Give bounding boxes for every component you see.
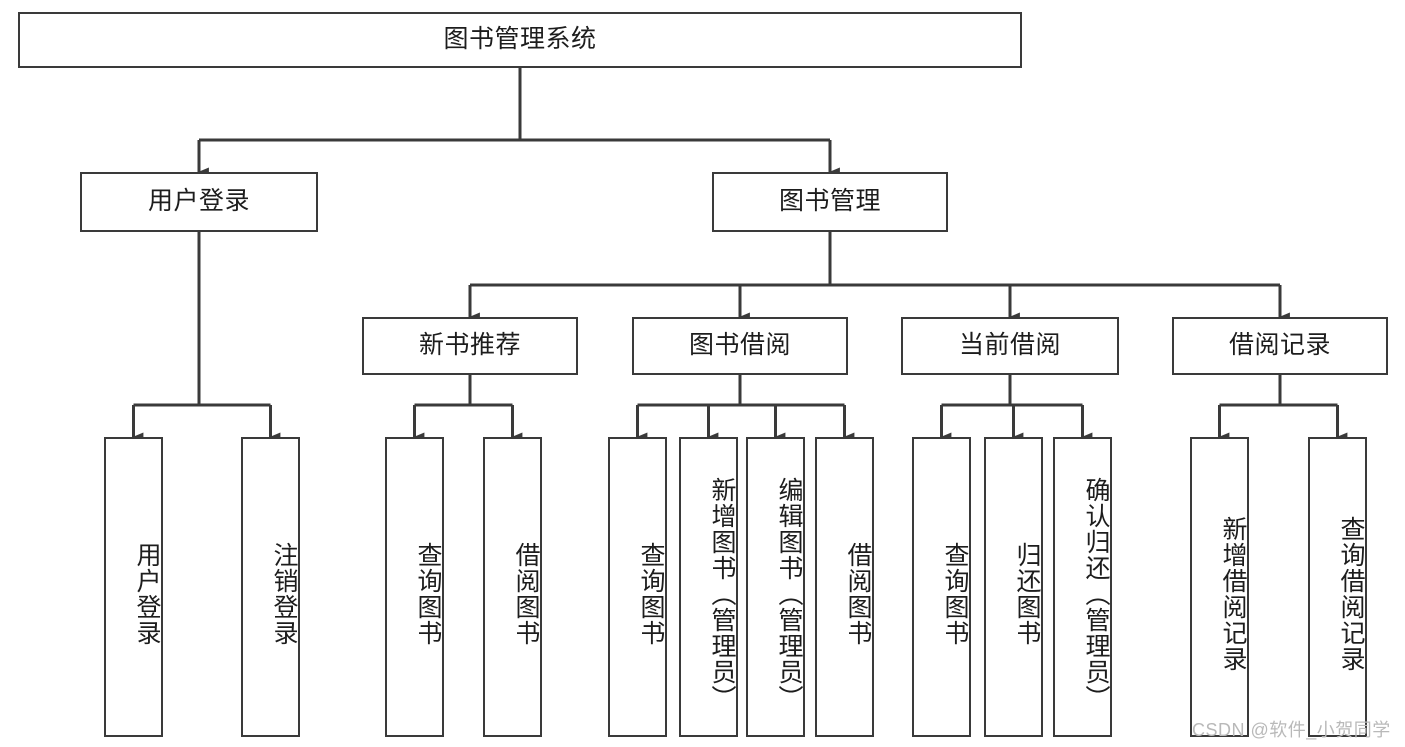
node-book_manage[interactable]: 图书管理 [712,172,948,232]
node-label: 查询图书 [941,542,969,646]
node-label: 查询图书 [414,542,442,646]
node-label: 查询图书 [637,542,665,646]
node-book_borrow[interactable]: 图书借阅 [632,317,848,375]
node-label: 用户登录 [147,187,250,216]
node-label: 图书管理 [778,187,881,216]
node-label: 借阅图书 [512,542,540,646]
node-label: 确认归还（管理员） [1082,477,1110,711]
node-leaf_return_book[interactable]: 归还图书 [984,437,1043,737]
node-label: 借阅记录 [1228,331,1331,360]
node-leaf_add_book_admin[interactable]: 新增图书（管理员） [679,437,738,737]
node-user_login[interactable]: 用户登录 [80,172,318,232]
node-root[interactable]: 图书管理系统 [18,12,1022,68]
node-label: 编辑图书（管理员） [775,477,803,711]
node-leaf_confirm_return_admin[interactable]: 确认归还（管理员） [1053,437,1112,737]
node-leaf_user_logout[interactable]: 注销登录 [241,437,300,737]
node-label: 图书管理系统 [443,25,597,54]
node-leaf_query_book_c[interactable]: 查询图书 [912,437,971,737]
node-new_book_rec[interactable]: 新书推荐 [362,317,578,375]
node-label: 用户登录 [133,542,161,646]
node-leaf_borrow_book_a[interactable]: 借阅图书 [483,437,542,737]
node-leaf_query_book_a[interactable]: 查询图书 [385,437,444,737]
watermark: CSDN @软件_小贺同学 [1192,720,1391,740]
node-label: 新书推荐 [418,331,521,360]
node-label: 归还图书 [1013,542,1041,646]
node-label: 查询借阅记录 [1337,516,1365,672]
node-leaf_query_record[interactable]: 查询借阅记录 [1308,437,1367,737]
node-label: 借阅图书 [844,542,872,646]
node-leaf_add_record[interactable]: 新增借阅记录 [1190,437,1249,737]
node-leaf_edit_book_admin[interactable]: 编辑图书（管理员） [746,437,805,737]
node-leaf_borrow_book_b[interactable]: 借阅图书 [815,437,874,737]
node-borrow_record[interactable]: 借阅记录 [1172,317,1388,375]
node-label: 当前借阅 [958,331,1061,360]
node-label: 新增图书（管理员） [708,477,736,711]
node-label: 注销登录 [270,542,298,646]
node-label: 图书借阅 [688,331,791,360]
node-leaf_query_book_b[interactable]: 查询图书 [608,437,667,737]
node-leaf_user_login[interactable]: 用户登录 [104,437,163,737]
node-label: 新增借阅记录 [1219,516,1247,672]
node-current_borrow[interactable]: 当前借阅 [901,317,1119,375]
